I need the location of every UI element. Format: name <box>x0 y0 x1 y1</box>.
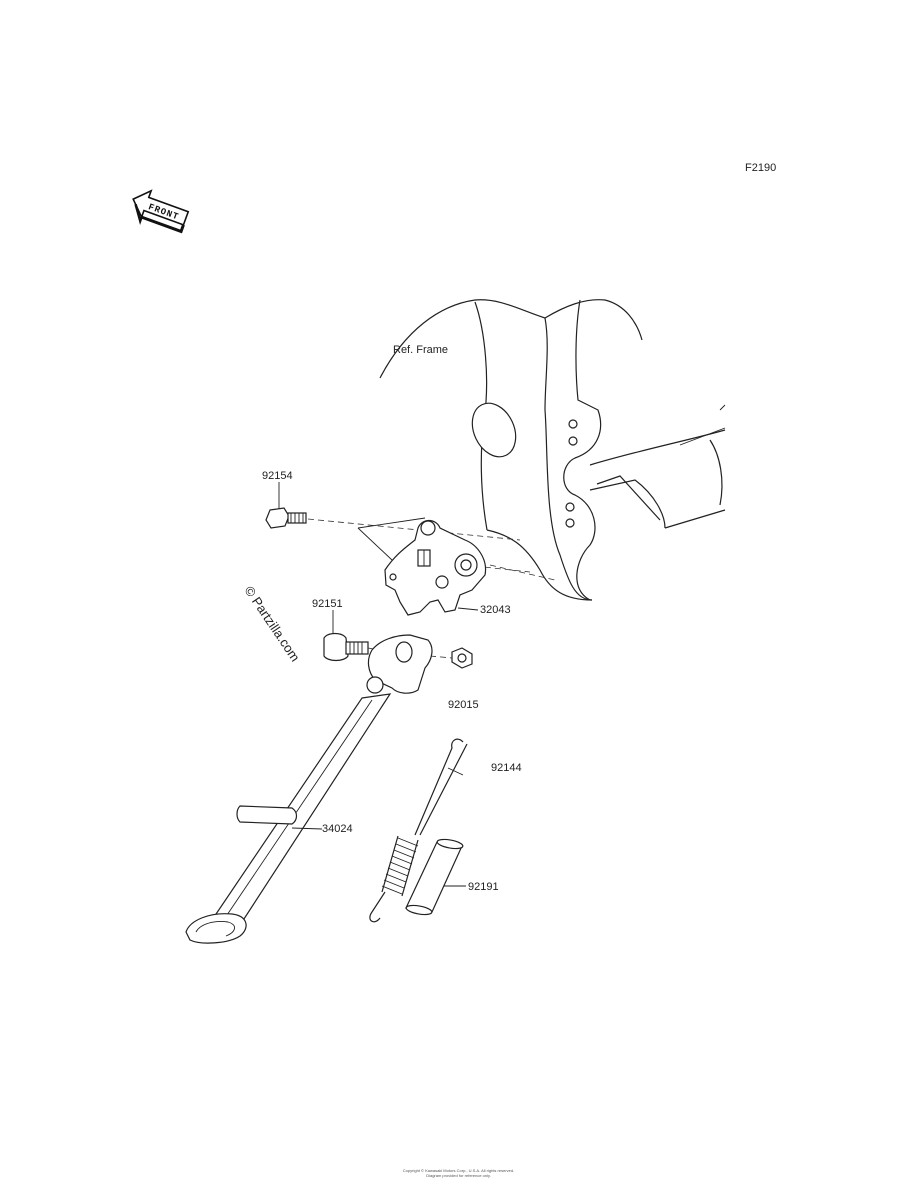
part-92154: 92154 <box>262 470 293 482</box>
part-34024: 34024 <box>322 823 353 835</box>
part-92191: 92191 <box>468 881 499 893</box>
bracket-32043 <box>384 519 487 616</box>
watermark: © Partzilla.com <box>242 583 303 664</box>
part-92144: 92144 <box>491 762 522 774</box>
part-92015: 92015 <box>448 699 479 711</box>
diagram-code: F2190 <box>745 162 776 174</box>
copyright-footer: Copyright © Kawasaki Motors Corp., U.S.A… <box>0 1168 917 1178</box>
side-stand-34024 <box>185 634 433 944</box>
footer-line-2: Diagram provided for reference only. <box>426 1173 491 1178</box>
bolt-92154 <box>265 482 307 529</box>
sleeve-92191 <box>405 838 466 916</box>
front-arrow-icon: FRONT <box>132 189 190 234</box>
footer-line-1: Copyright © Kawasaki Motors Corp., U.S.A… <box>402 1168 515 1173</box>
spring-92144 <box>369 738 468 923</box>
part-32043: 32043 <box>480 604 511 616</box>
bolt-92151 <box>323 610 391 662</box>
ref-frame-label: Ref. Frame <box>393 344 448 356</box>
frame-outline <box>379 299 726 601</box>
part-92151: 92151 <box>312 598 343 610</box>
nut-92015 <box>429 647 473 669</box>
frame-hole <box>471 402 517 458</box>
